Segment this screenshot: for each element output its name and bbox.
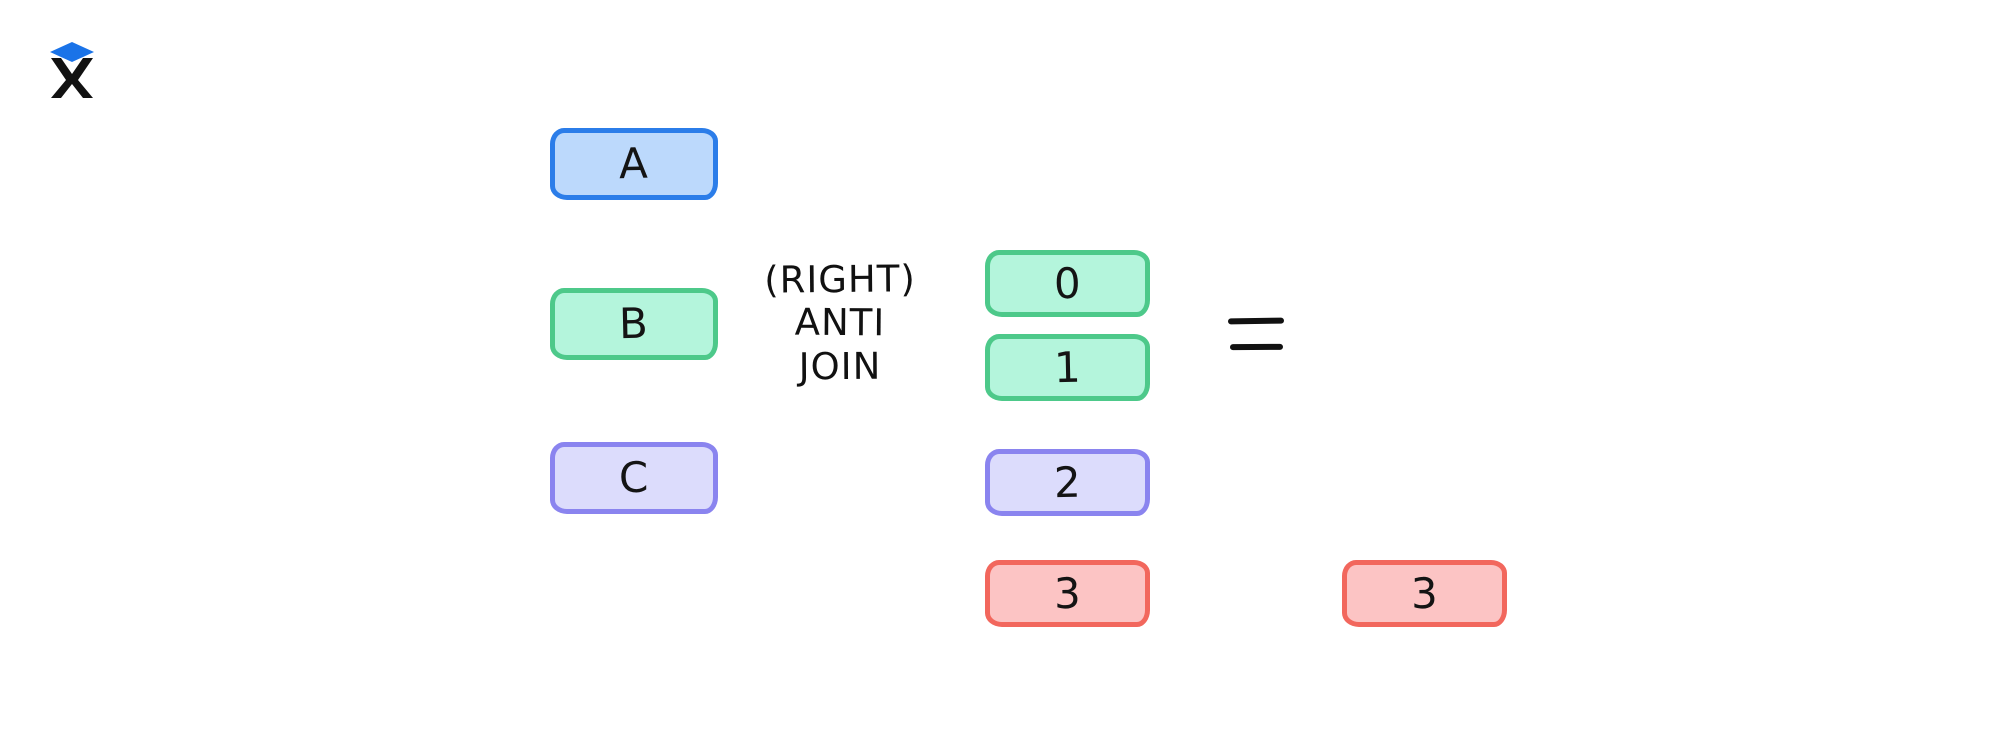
left-box-b-label: B	[618, 298, 650, 349]
equals-sign	[1227, 312, 1285, 356]
right-box-0[interactable]: 0	[985, 250, 1150, 317]
equals-bar-bottom	[1229, 343, 1284, 351]
logo-diamond-icon	[50, 42, 94, 62]
right-box-3-label: 3	[1053, 568, 1082, 618]
operator-label-line-1: (RIGHT)	[764, 257, 916, 302]
operator-label-line-3: JOIN	[798, 344, 882, 388]
left-box-c[interactable]: C	[550, 442, 718, 514]
brand-logo	[44, 36, 100, 100]
right-box-2-label: 2	[1053, 457, 1082, 507]
left-box-c-label: C	[618, 452, 650, 503]
right-box-2[interactable]: 2	[985, 449, 1150, 516]
left-box-a-label: A	[618, 138, 650, 189]
right-box-3[interactable]: 3	[985, 560, 1150, 627]
left-box-b[interactable]: B	[550, 288, 718, 360]
operator-label: (RIGHT) ANTI JOIN	[745, 257, 935, 388]
result-box-3[interactable]: 3	[1342, 560, 1507, 627]
left-box-a[interactable]: A	[550, 128, 718, 200]
result-box-3-label: 3	[1410, 568, 1439, 618]
right-box-1-label: 1	[1053, 342, 1082, 392]
operator-label-line-2: ANTI	[794, 300, 886, 345]
logo-letter-x-icon	[51, 58, 93, 98]
right-box-1[interactable]: 1	[985, 334, 1150, 401]
equals-bar-top	[1227, 317, 1285, 325]
right-box-0-label: 0	[1053, 258, 1082, 308]
